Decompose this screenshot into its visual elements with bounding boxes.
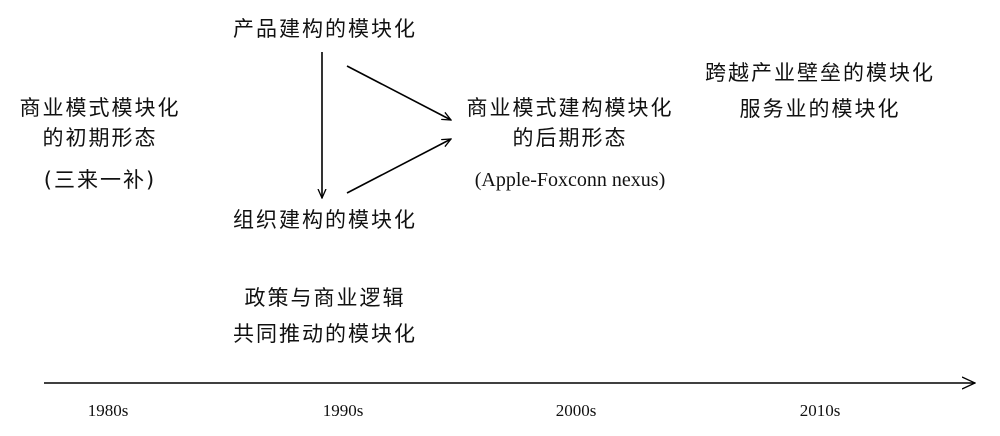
early-form-node: 商业模式模块化 的初期形态 (三来一补)	[0, 93, 200, 195]
early-form-line2: 的初期形态	[42, 126, 158, 150]
org-modularity-node: 组织建构的模块化	[220, 205, 430, 235]
cross-industry-node: 跨越产业壁垒的模块化 服务业的模块化	[690, 58, 950, 124]
policy-logic-node: 政策与商业逻辑 共同推动的模块化	[205, 283, 445, 349]
timeline-tick-1980s: 1980s	[87, 401, 129, 420]
late-form-node: 商业模式建构模块化 的后期形态 (Apple-Foxconn nexus)	[440, 93, 700, 195]
late-form-line3: (Apple-Foxconn nexus)	[474, 169, 666, 191]
policy-logic-line1: 政策与商业逻辑	[244, 286, 406, 310]
timeline-tick-1990s: 1990s	[322, 401, 364, 420]
timeline-tick-2010s: 2010s	[799, 401, 841, 420]
arrow-product-to-late-form	[346, 65, 451, 120]
product-modularity-node: 产品建构的模块化	[220, 14, 430, 44]
early-form-line3: (三来一补)	[43, 168, 157, 192]
arrow-org-to-late-form	[346, 139, 451, 194]
late-form-line2: 的后期形态	[512, 126, 628, 150]
cross-industry-line1: 跨越产业壁垒的模块化	[705, 61, 935, 85]
timeline-tick-2000s: 2000s	[555, 401, 597, 420]
org-modularity-label: 组织建构的模块化	[233, 208, 417, 232]
policy-logic-line2: 共同推动的模块化	[233, 322, 417, 346]
late-form-line1: 商业模式建构模块化	[466, 96, 674, 120]
cross-industry-line2: 服务业的模块化	[739, 97, 901, 121]
early-form-line1: 商业模式模块化	[19, 96, 181, 120]
product-modularity-label: 产品建构的模块化	[233, 17, 417, 41]
